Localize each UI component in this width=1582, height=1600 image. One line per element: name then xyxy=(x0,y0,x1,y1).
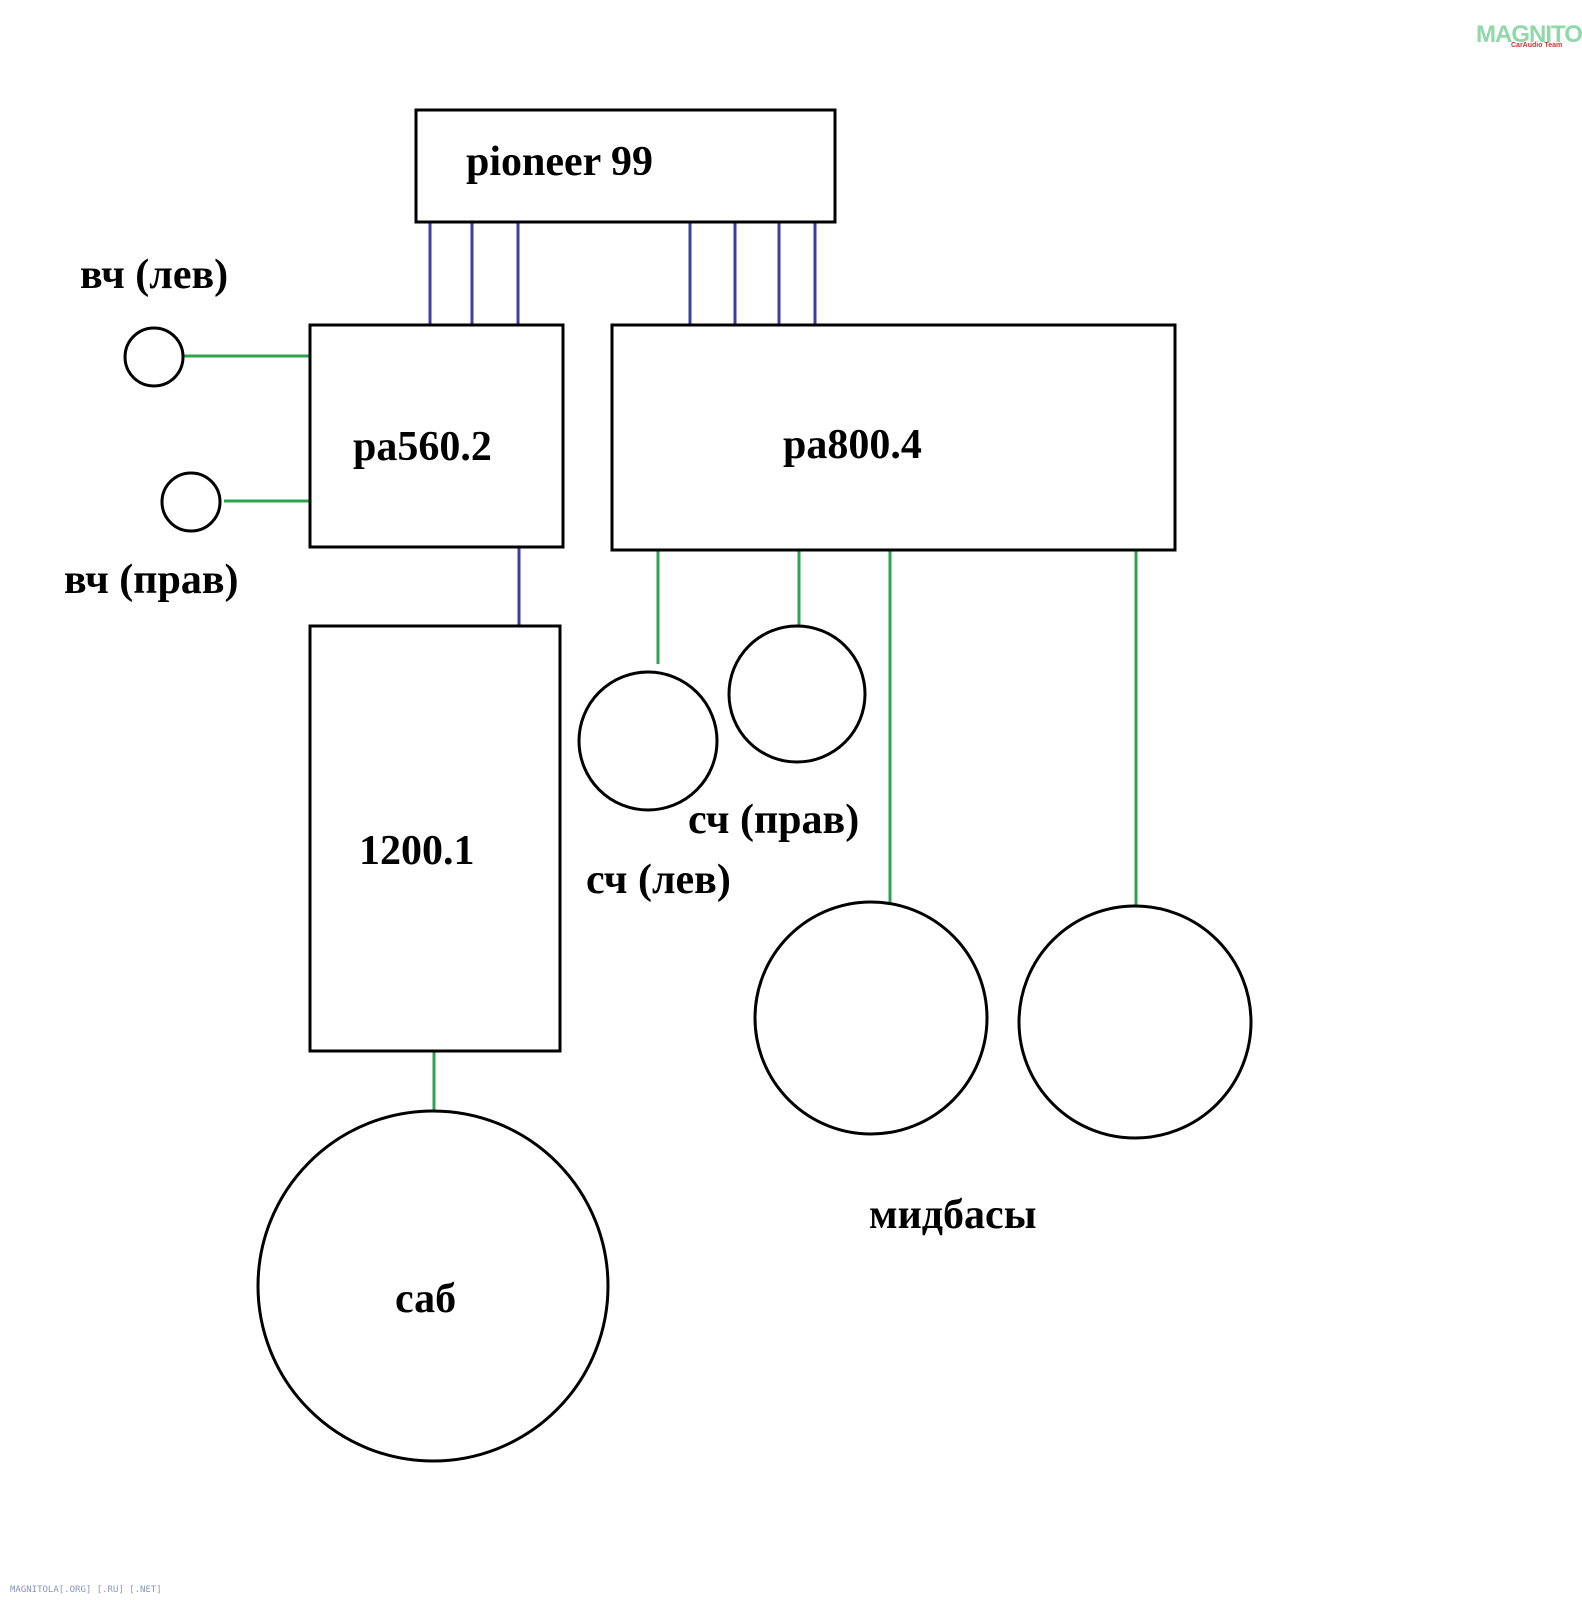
mid-left: сч (лев) xyxy=(577,670,731,903)
tweeter-right-label: вч (прав) xyxy=(64,557,238,603)
sub-circle xyxy=(256,1109,610,1463)
amp-4ch: pa800.4 xyxy=(610,323,1177,552)
amp-mono-box xyxy=(308,624,562,1053)
speaker-wires xyxy=(181,354,1138,1112)
watermark: MAGNITOLA CarAudio Team MAGNITOLA[.ORG] … xyxy=(10,21,1582,1595)
head-unit-label: pioneer 99 xyxy=(466,139,653,185)
amp-mono-label: 1200.1 xyxy=(359,828,475,874)
tweeter-left: вч (лев) xyxy=(80,252,228,388)
amp-2ch: pa560.2 xyxy=(308,323,565,549)
midbass-pair: мидбасы xyxy=(753,900,1253,1238)
mid-left-label: сч (лев) xyxy=(586,857,731,903)
midbass-label: мидбасы xyxy=(869,1192,1037,1238)
tweeter-left-label: вч (лев) xyxy=(80,252,228,298)
watermark-sub: CarAudio Team xyxy=(1511,42,1562,49)
midbass-right-circle xyxy=(1017,904,1253,1140)
midbass-left-circle xyxy=(753,900,989,1136)
amp-4ch-box xyxy=(610,323,1177,552)
amp-2ch-box xyxy=(308,323,565,549)
head-unit: pioneer 99 xyxy=(414,108,837,224)
amp-4ch-label: pa800.4 xyxy=(783,422,922,468)
mid-right-label: сч (прав) xyxy=(688,797,859,843)
signal-wires xyxy=(428,220,817,626)
watermark-logo: MAGNITOLA xyxy=(1476,21,1582,48)
mid-right-circle xyxy=(727,624,867,764)
tweeter-left-circle xyxy=(123,326,185,388)
amp-2ch-label: pa560.2 xyxy=(353,424,492,470)
mid-right: сч (прав) xyxy=(688,624,867,843)
sub-label: саб xyxy=(395,1276,456,1322)
head-unit-box xyxy=(414,108,837,224)
tweeter-right: вч (прав) xyxy=(64,471,238,603)
mid-left-circle xyxy=(577,670,719,812)
amp-mono: 1200.1 xyxy=(308,624,562,1053)
tweeter-right-circle xyxy=(160,471,222,533)
sub: саб xyxy=(256,1109,610,1463)
watermark-footer: MAGNITOLA[.ORG] [.RU] [.NET] xyxy=(10,1585,162,1595)
